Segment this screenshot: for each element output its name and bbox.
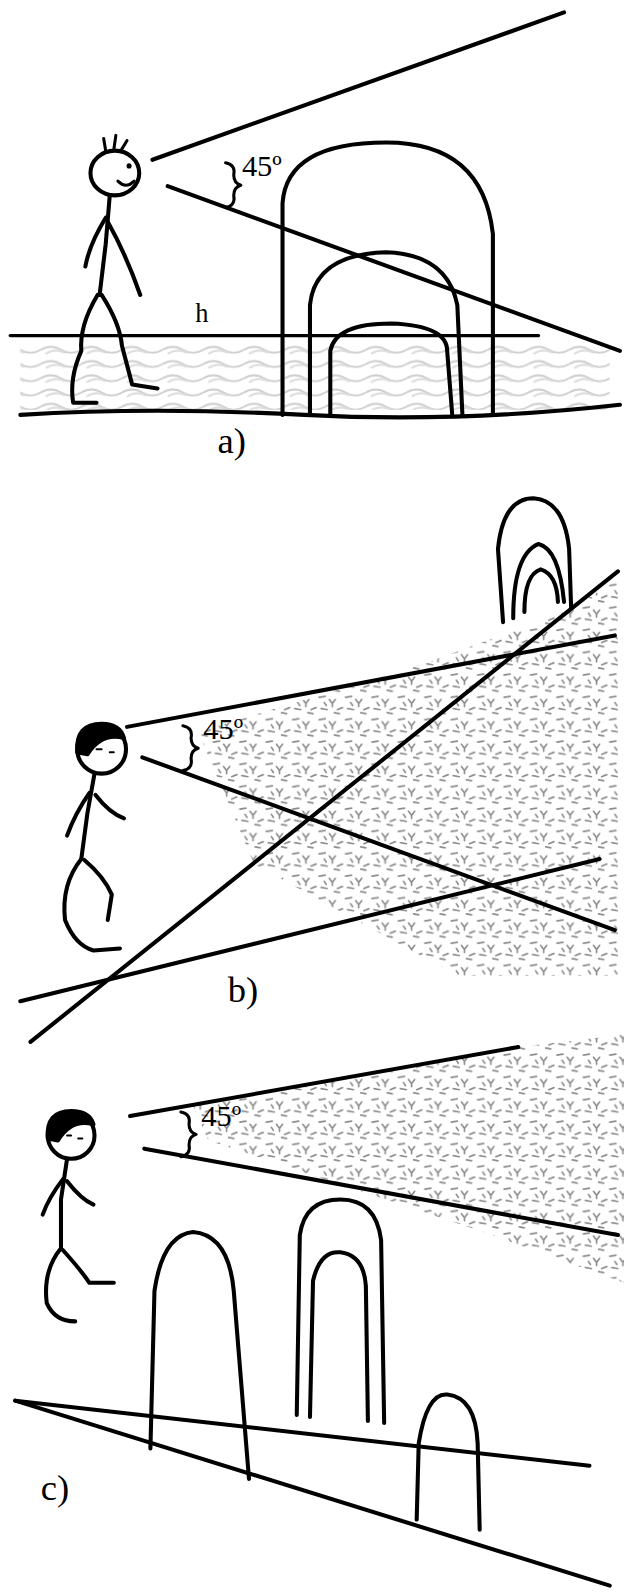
cave-arch xyxy=(150,1232,249,1479)
sight-line xyxy=(142,757,615,930)
cave-arch xyxy=(330,323,452,414)
cave-arch xyxy=(498,498,571,622)
figure-eyes xyxy=(97,749,114,752)
panel-label: a) xyxy=(217,421,245,461)
figure-body xyxy=(61,1159,67,1248)
figure-head xyxy=(90,151,139,196)
figure-arm xyxy=(108,222,141,295)
figure-arm xyxy=(96,795,124,818)
figure-leg xyxy=(102,295,158,388)
angle-bracket xyxy=(226,163,241,208)
cave-arch xyxy=(524,569,558,612)
cave-arch xyxy=(310,252,462,415)
angle-label: 45º xyxy=(201,1100,241,1134)
sight-line xyxy=(144,1149,618,1235)
sight-line xyxy=(152,12,564,159)
angle-label: 45º xyxy=(203,713,243,747)
cave-arch xyxy=(310,1252,368,1421)
figure-leg xyxy=(84,860,111,920)
grass-texture xyxy=(198,580,618,976)
figure-hair xyxy=(48,1111,94,1140)
slope-line xyxy=(15,1401,610,1586)
cave-arch xyxy=(513,544,564,618)
angle-bracket xyxy=(183,726,198,771)
sight-line xyxy=(130,1047,518,1116)
figure-arm xyxy=(67,793,89,836)
figure-leg xyxy=(72,295,97,403)
grass-texture xyxy=(193,1035,624,1283)
slope-line xyxy=(30,571,617,1042)
sight-line xyxy=(127,635,615,726)
slope-line xyxy=(20,859,599,1001)
figure-eye xyxy=(127,163,132,168)
height-label: h xyxy=(195,299,208,328)
cave-arch xyxy=(283,143,493,415)
figure-leg xyxy=(63,1250,114,1283)
figure-arm xyxy=(43,1179,63,1215)
figure-eyes xyxy=(67,1135,82,1138)
figure-smile xyxy=(118,181,134,185)
angle-bracket xyxy=(181,1112,196,1157)
sight-line xyxy=(168,186,620,351)
cave-arch xyxy=(297,1199,384,1423)
figure-hair xyxy=(77,724,124,754)
figure-arm xyxy=(85,218,105,267)
figure-body xyxy=(100,195,110,295)
ground-scribble xyxy=(20,341,609,410)
panel-label: b) xyxy=(228,970,258,1010)
panel-label: c) xyxy=(41,1468,69,1508)
slope-line xyxy=(15,1401,589,1466)
ground-line xyxy=(20,405,620,418)
figure-arm xyxy=(67,1181,93,1204)
angle-label: 45º xyxy=(242,150,282,184)
cave-arch xyxy=(417,1394,480,1529)
figure-leg xyxy=(64,859,120,950)
figure-hair xyxy=(104,135,127,150)
figure-body xyxy=(81,774,94,859)
